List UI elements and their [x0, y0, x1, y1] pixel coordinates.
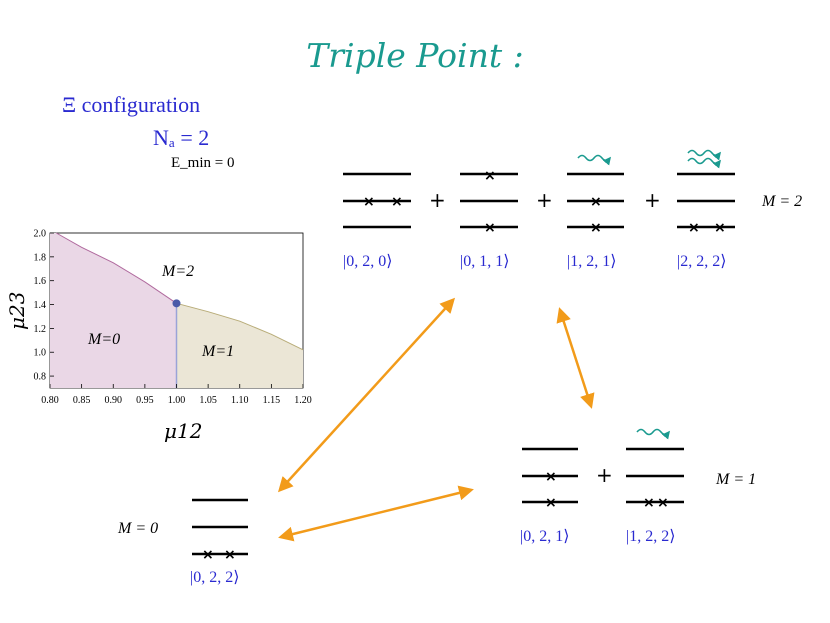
x-tick-label: 1.15	[263, 395, 281, 406]
m0-label: M = 0	[117, 520, 158, 537]
excitation-mark: ×	[484, 168, 496, 184]
region-m0	[50, 233, 177, 388]
y-tick-label: 1.8	[34, 252, 47, 263]
excitation-mark: ×	[202, 547, 214, 563]
x-tick-label: 1.10	[231, 395, 249, 406]
y-axis-label: μ23	[5, 292, 29, 330]
minimum-energy-label: E_min = 0	[171, 155, 235, 171]
excitation-mark: ×	[714, 220, 726, 236]
excitation-mark: ×	[590, 220, 602, 236]
transition-arrow-m0-m1	[278, 485, 474, 542]
y-tick-label: 1.6	[34, 276, 47, 287]
x-tick-label: 0.85	[73, 395, 91, 406]
ket-label: |1, 2, 2⟩	[626, 528, 675, 545]
y-tick-label: 1.0	[34, 348, 47, 359]
photon-wave-icon	[687, 157, 722, 169]
x-tick-label: 0.95	[136, 395, 154, 406]
y-tick-label: 1.2	[34, 324, 47, 335]
ket-label: |2, 2, 2⟩	[677, 253, 726, 270]
atom-number-label: Nₐ = 2	[153, 125, 210, 150]
region-m1	[176, 303, 303, 388]
photon-wave-icon	[636, 428, 671, 440]
plus-sign: +	[536, 188, 553, 212]
excitation-mark: ×	[545, 469, 557, 485]
ket-label: |0, 1, 1⟩	[460, 253, 509, 270]
state-diagram-022	[192, 498, 248, 556]
region-label-m0: M=0	[87, 331, 120, 348]
photon-wave-icon	[577, 154, 612, 166]
y-tick-label: 0.8	[34, 372, 47, 383]
plus-sign: +	[596, 463, 613, 487]
m1-label: M = 1	[715, 471, 756, 488]
excitation-mark: ×	[391, 194, 403, 210]
region-label-m1: M=1	[201, 343, 234, 360]
ket-label: |0, 2, 1⟩	[520, 528, 569, 545]
photon-wave-icon	[687, 149, 722, 161]
state-diagram-121	[567, 172, 624, 229]
state-diagram-122	[626, 447, 684, 504]
region-label-m2: M=2	[161, 263, 194, 280]
slide-title: Triple Point :	[306, 36, 524, 75]
m2-label: M = 2	[761, 193, 802, 210]
transition-arrow-m2-m1	[556, 307, 595, 409]
triple-point-marker	[172, 299, 181, 308]
state-diagram-222	[677, 172, 735, 229]
state-diagram-020	[343, 172, 411, 229]
y-axis-ticks: 0.8 1.0 1.2 1.4 1.6 1.8 2.0	[34, 229, 54, 383]
excitation-mark: ×	[224, 547, 236, 563]
boundary-m0-m2	[56, 232, 177, 304]
excitation-mark: ×	[545, 495, 557, 511]
configuration-label: Ξ configuration	[62, 92, 201, 117]
excitation-mark: ×	[688, 220, 700, 236]
x-axis-label: μ12	[164, 419, 202, 443]
excitation-mark: ×	[590, 194, 602, 210]
x-tick-label: 0.80	[41, 395, 59, 406]
excitation-mark: ×	[363, 194, 375, 210]
state-diagram-021	[522, 447, 578, 504]
x-tick-label: 1.00	[168, 395, 186, 406]
plus-sign: +	[644, 188, 661, 212]
y-tick-label: 1.4	[34, 300, 47, 311]
state-diagram-011	[460, 172, 518, 229]
excitation-mark: ×	[657, 495, 669, 511]
excitation-mark: ×	[643, 495, 655, 511]
plus-sign: +	[429, 188, 446, 212]
ket-label: |1, 2, 1⟩	[567, 253, 616, 270]
ket-label: |0, 2, 2⟩	[190, 569, 239, 586]
transition-arrow-m0-m2	[277, 297, 456, 493]
x-tick-label: 1.05	[199, 395, 217, 406]
y-tick-label: 2.0	[34, 229, 47, 240]
excitation-mark: ×	[484, 220, 496, 236]
ket-label: |0, 2, 0⟩	[343, 253, 392, 270]
x-tick-label: 0.90	[105, 395, 123, 406]
